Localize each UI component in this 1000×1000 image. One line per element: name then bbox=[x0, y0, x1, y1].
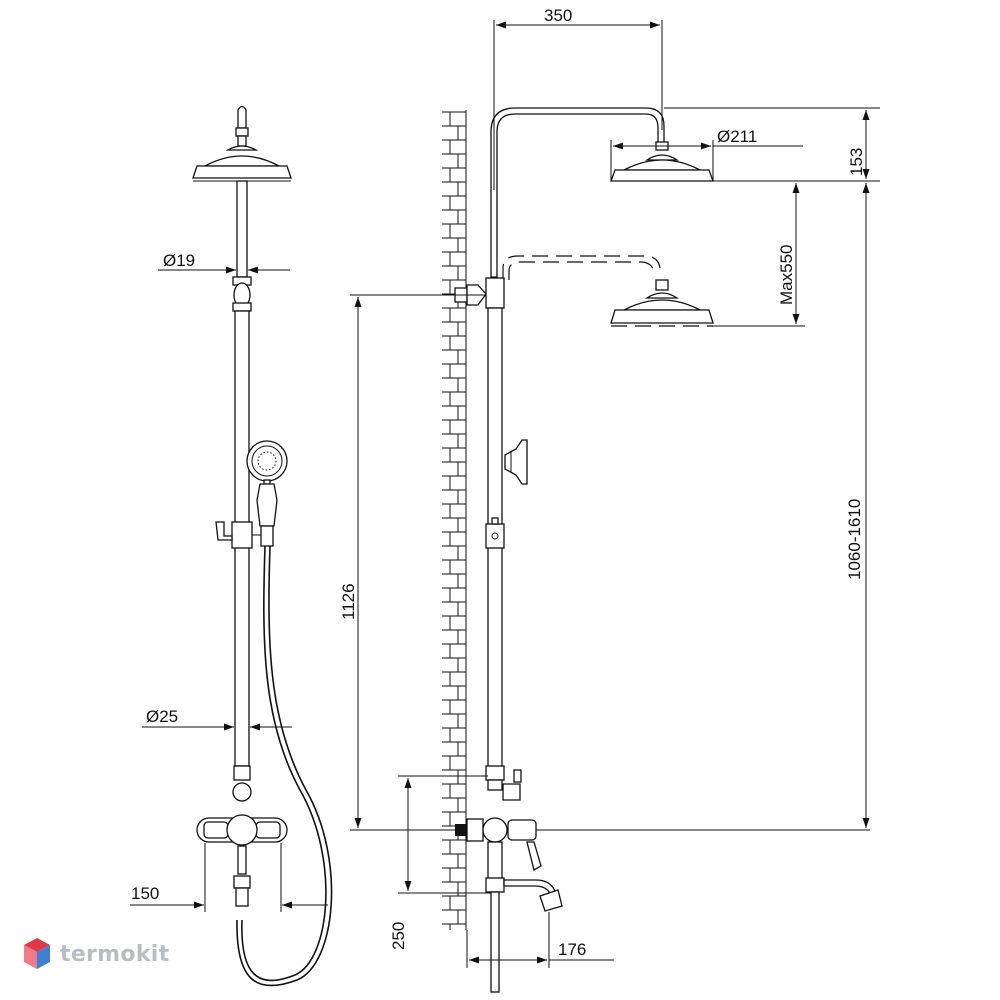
front-dimensions: Ø19 Ø25 150 bbox=[130, 251, 328, 912]
side-diverter bbox=[485, 765, 522, 801]
front-hose bbox=[241, 545, 327, 982]
side-head-diameter-label: Ø211 bbox=[717, 127, 757, 146]
wall-bricks bbox=[442, 110, 467, 930]
front-arm-diameter-label: Ø19 bbox=[163, 251, 195, 270]
side-slider bbox=[485, 517, 505, 549]
side-slide-range-label: Max550 bbox=[777, 245, 796, 305]
side-shower-head-lowered bbox=[502, 255, 714, 327]
front-shower-arm bbox=[236, 180, 248, 278]
brand-cube-icon bbox=[24, 938, 50, 969]
side-wall-bracket bbox=[454, 277, 505, 309]
side-dimensions: 350 Ø211 153 Max550 1060-1610 1126 bbox=[339, 6, 880, 968]
front-hand-shower bbox=[246, 440, 288, 547]
side-mixer bbox=[455, 817, 542, 883]
side-mount-height-label: 1126 bbox=[339, 583, 358, 620]
side-total-adjust-label: 1060-1610 bbox=[845, 499, 864, 580]
side-arm-reach-label: 350 bbox=[544, 6, 572, 25]
side-spout bbox=[485, 877, 563, 993]
front-mixer-spacing-label: 150 bbox=[131, 884, 159, 903]
front-mixer bbox=[196, 814, 288, 907]
side-shower-arm bbox=[490, 107, 665, 278]
front-connector bbox=[232, 276, 252, 312]
brand-name: termokit bbox=[60, 941, 170, 967]
front-slider bbox=[215, 521, 262, 549]
front-shower-head bbox=[192, 105, 292, 182]
side-head-height-label: 153 bbox=[847, 148, 866, 176]
front-bar-diameter-label: Ø25 bbox=[146, 707, 178, 726]
side-spout-height-label: 250 bbox=[389, 922, 408, 950]
side-spout-reach-label: 176 bbox=[558, 940, 586, 959]
front-view: Ø19 Ø25 150 bbox=[130, 105, 333, 987]
side-view: 350 Ø211 153 Max550 1060-1610 1126 bbox=[339, 6, 880, 993]
brand-logo: termokit bbox=[22, 936, 169, 972]
side-hand-shower bbox=[504, 439, 528, 485]
front-lower-connector bbox=[232, 765, 252, 802]
side-shower-head bbox=[610, 141, 714, 182]
